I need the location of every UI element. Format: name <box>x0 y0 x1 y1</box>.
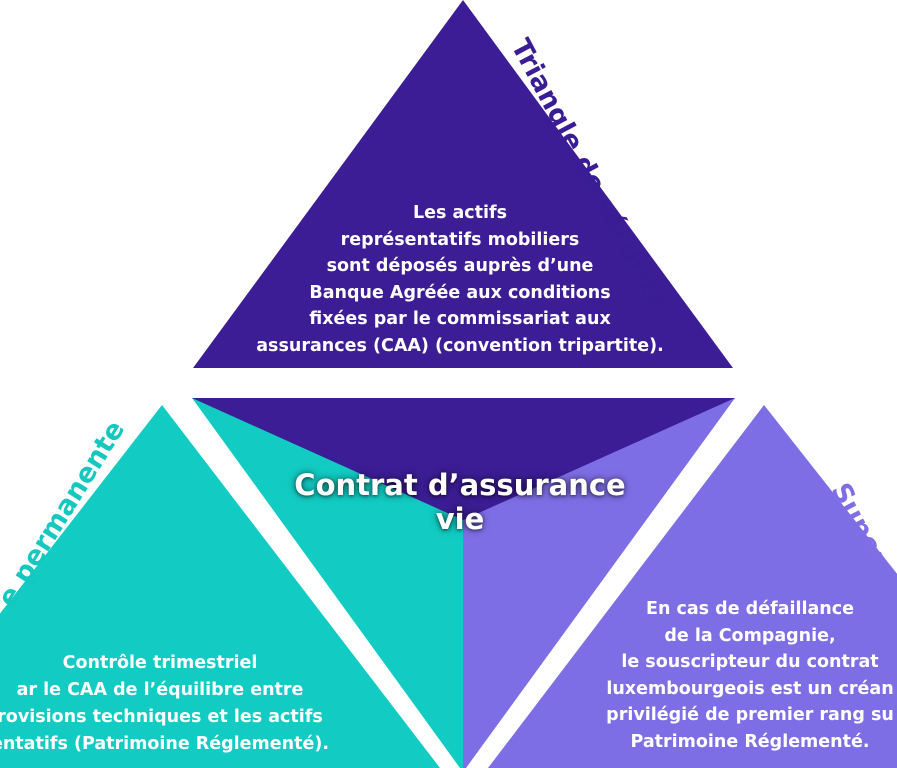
center-inverted-triangle <box>192 398 735 520</box>
center-title: Contrat d’assurance vie <box>240 468 680 536</box>
center-title-line: Contrat d’assurance <box>294 468 626 502</box>
top-text-line: Banque Agréée aux conditions <box>309 282 611 303</box>
right-text-line: En cas de défaillance <box>645 599 854 619</box>
right-text-line: le souscripteur du contrat <box>621 652 879 672</box>
right-text-line: de la Compagnie, <box>664 625 836 646</box>
right-section-text: En cas de défaillance de la Compagnie, l… <box>530 596 897 755</box>
top-text-line: Les actifs <box>412 203 508 223</box>
right-triangle <box>488 405 897 768</box>
left-text-line: rovisions techniques et les actifs <box>0 707 323 727</box>
top-text-line: fixées par le commissariat aux <box>309 309 611 329</box>
top-text-line: sont déposés auprès d’une <box>326 256 594 276</box>
left-text-line: entatifs (Patrimoine Réglementé). <box>0 734 329 754</box>
center-title-line: vie <box>435 502 485 536</box>
center-left-segment <box>192 398 463 768</box>
left-text-line: Contrôle trimestriel <box>62 653 258 673</box>
right-text-line: privilégié de premier rang su <box>606 705 894 725</box>
top-text-line: représentatifs mobiliers <box>340 229 580 250</box>
right-text-line: luxembourgeois est un créan <box>606 678 894 699</box>
top-section-text: Les actifs représentatifs mobiliers sont… <box>180 200 740 359</box>
top-text-line: assurances (CAA) (convention tripartite)… <box>256 335 664 356</box>
center-right-segment <box>463 398 735 768</box>
left-triangle <box>0 405 440 768</box>
left-section-text: Contrôle trimestriel ar le CAA de l’équi… <box>0 650 410 758</box>
right-text-line: Patrimoine Réglementé. <box>630 731 870 752</box>
top-triangle <box>193 0 733 368</box>
left-text-line: ar le CAA de l’équilibre entre <box>16 680 304 700</box>
